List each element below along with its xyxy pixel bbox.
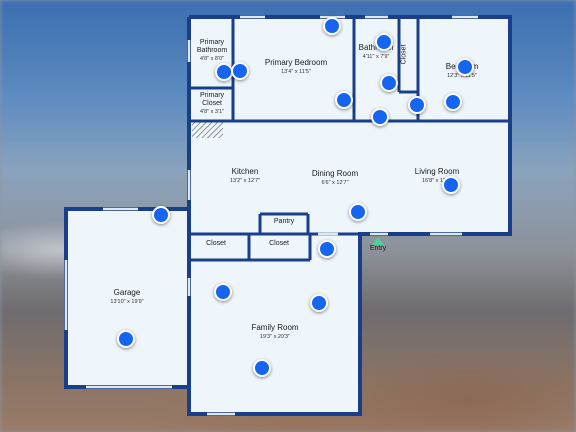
room-name: Closet <box>206 240 226 247</box>
viewpoint-hotspot-family-room-entry[interactable] <box>318 240 336 258</box>
room-family-room: Family Room 19'3" x 20'3" <box>251 323 298 341</box>
viewpoint-hotspot-family-room-right[interactable] <box>310 294 328 312</box>
room-dimensions: 13'2" x 12'7" <box>229 178 261 184</box>
room-name: Closet <box>202 100 222 107</box>
room-kitchen: Kitchen 13'2" x 12'7" <box>230 167 260 185</box>
viewpoint-hotspot-hall-lower[interactable] <box>371 108 389 126</box>
room-dining-room: Dining Room 6'6" x 12'7" <box>312 169 358 187</box>
room-name: Pantry <box>273 218 295 225</box>
entry-marker[interactable]: Entry <box>367 237 389 253</box>
utility-hatch <box>192 121 223 138</box>
room-dimensions: 16'8" x 12'7" <box>421 178 453 184</box>
viewpoint-hotspot-garage[interactable] <box>117 330 135 348</box>
room-closet-left: Closet <box>206 240 226 248</box>
viewpoint-hotspot-primary-bedroom-right[interactable] <box>335 91 353 109</box>
room-name: Garage <box>113 288 141 297</box>
room-name: Living Room <box>414 167 460 176</box>
room-name: Dining Room <box>311 169 359 178</box>
room-name: Family Room <box>251 323 299 332</box>
viewpoint-hotspot-bedroom-door[interactable] <box>408 96 426 114</box>
viewpoint-hotspot-bedroom[interactable] <box>456 58 474 76</box>
entry-arrow-icon <box>372 237 384 245</box>
room-closet-right: Closet <box>269 240 289 248</box>
room-name: Primary <box>199 39 225 46</box>
viewpoint-hotspot-primary-bedroom-left[interactable] <box>231 62 249 80</box>
room-name: Kitchen <box>231 167 259 176</box>
room-pantry: Pantry <box>274 218 294 226</box>
room-name: Primary <box>199 92 225 99</box>
viewpoint-hotspot-bathroom[interactable] <box>375 33 393 51</box>
viewpoint-hotspot-primary-bedroom-top[interactable] <box>323 17 341 35</box>
room-garage: Garage 13'10" x 19'9" <box>110 288 143 306</box>
room-name: Closet <box>269 240 289 247</box>
viewpoint-hotspot-hall[interactable] <box>380 74 398 92</box>
viewpoint-hotspot-living-room[interactable] <box>442 176 460 194</box>
entry-label: Entry <box>369 245 387 252</box>
room-dimensions: 19'3" x 20'3" <box>259 334 291 340</box>
viewpoint-hotspot-family-room-bottom[interactable] <box>253 359 271 377</box>
room-closet-vertical: Closet <box>400 44 408 65</box>
viewpoint-hotspot-dining-room[interactable] <box>349 203 367 221</box>
room-primary-closet: Primary Closet 4'8" x 3'1" <box>200 92 224 116</box>
viewpoint-hotspot-family-room-left[interactable] <box>214 283 232 301</box>
room-dimensions: 12'3" x 11'5" <box>447 73 477 79</box>
room-dimensions: 13'10" x 19'9" <box>110 299 144 305</box>
room-dimensions: 4'8" x 8'0" <box>199 56 225 62</box>
room-dimensions: 4'11" x 7'9" <box>362 54 390 60</box>
viewpoint-hotspot-garage-top[interactable] <box>152 206 170 224</box>
room-name: Primary Bedroom <box>264 58 328 67</box>
viewpoint-hotspot-bedroom-lower[interactable] <box>444 93 462 111</box>
room-primary-bedroom: Primary Bedroom 13'4" x 11'5" <box>265 58 327 76</box>
room-dimensions: 6'6" x 12'7" <box>321 180 349 186</box>
room-dimensions: 4'8" x 3'1" <box>199 109 225 115</box>
room-living-room: Living Room 16'8" x 12'7" <box>415 167 459 185</box>
room-dimensions: 13'4" x 11'5" <box>281 69 311 75</box>
room-name: Bathroom <box>196 47 228 54</box>
room-primary-bathroom: Primary Bathroom 4'8" x 8'0" <box>197 39 227 63</box>
